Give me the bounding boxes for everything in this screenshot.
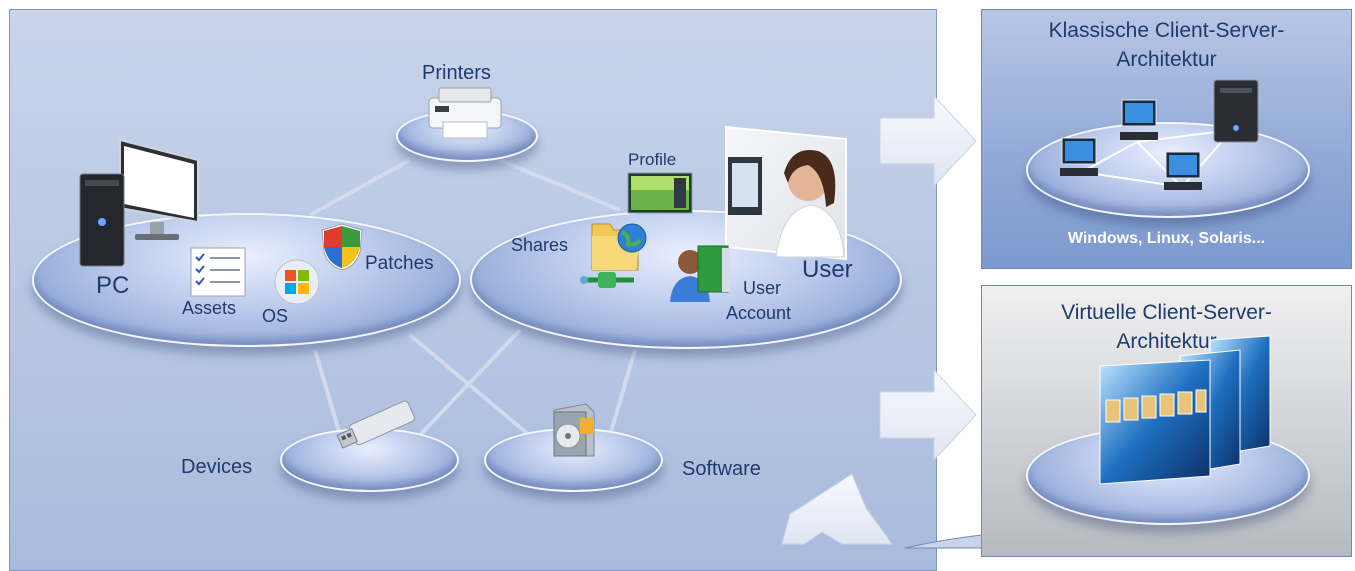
virtual-architecture-panel: Virtuelle Client-Server- Architektur	[981, 285, 1352, 557]
arrow-to-classic	[879, 94, 977, 188]
shares-label: Shares	[511, 235, 569, 255]
software-box-icon	[553, 403, 595, 457]
it-environment-panel: Printers PC Assets OS Patches	[9, 9, 937, 571]
arrow-up-diagonal	[781, 473, 893, 545]
classic-architecture-panel: Klassische Client-Server- Architektur	[981, 9, 1352, 269]
patches-label: Patches	[365, 253, 434, 274]
classic-footer: Windows, Linux, Solaris...	[1067, 230, 1266, 247]
pc-disc	[32, 213, 461, 347]
windows-logo-icon	[274, 259, 320, 305]
monitor-icon	[1120, 99, 1158, 140]
screens-icon	[1099, 335, 1271, 485]
connection-lines	[309, 158, 637, 442]
server-icon	[1213, 79, 1259, 143]
classic-title-line2: Architektur	[1116, 48, 1217, 71]
user-photo	[725, 125, 847, 261]
virtual-title-line2: Architektur	[1116, 330, 1217, 353]
printer-icon	[428, 87, 502, 139]
user-label: User	[802, 256, 853, 283]
user-account-label-line1: User	[743, 278, 782, 298]
assets-label: Assets	[182, 298, 237, 318]
usb-stick-icon	[336, 400, 415, 449]
devices-label: Devices	[181, 456, 253, 478]
shield-icon	[321, 223, 363, 271]
profile-label: Profile	[628, 150, 677, 169]
pc-label: PC	[96, 272, 130, 299]
software-label: Software	[682, 458, 761, 480]
checklist-icon	[190, 247, 246, 297]
profile-screen-icon	[627, 172, 693, 214]
os-label: OS	[262, 306, 289, 326]
virtual-title-line1: Virtuelle Client-Server-	[1061, 301, 1272, 324]
network-share-icon	[580, 272, 634, 288]
folder-globe-icon	[591, 223, 647, 271]
classic-title-line1: Klassische Client-Server-	[1048, 19, 1285, 42]
book-icon	[697, 245, 730, 293]
arrow-to-virtual	[879, 368, 977, 462]
network-diagram	[1060, 79, 1259, 190]
printers-label: Printers	[422, 62, 491, 84]
pc-icon	[79, 138, 199, 267]
user-account-label-line2: Account	[726, 303, 792, 323]
